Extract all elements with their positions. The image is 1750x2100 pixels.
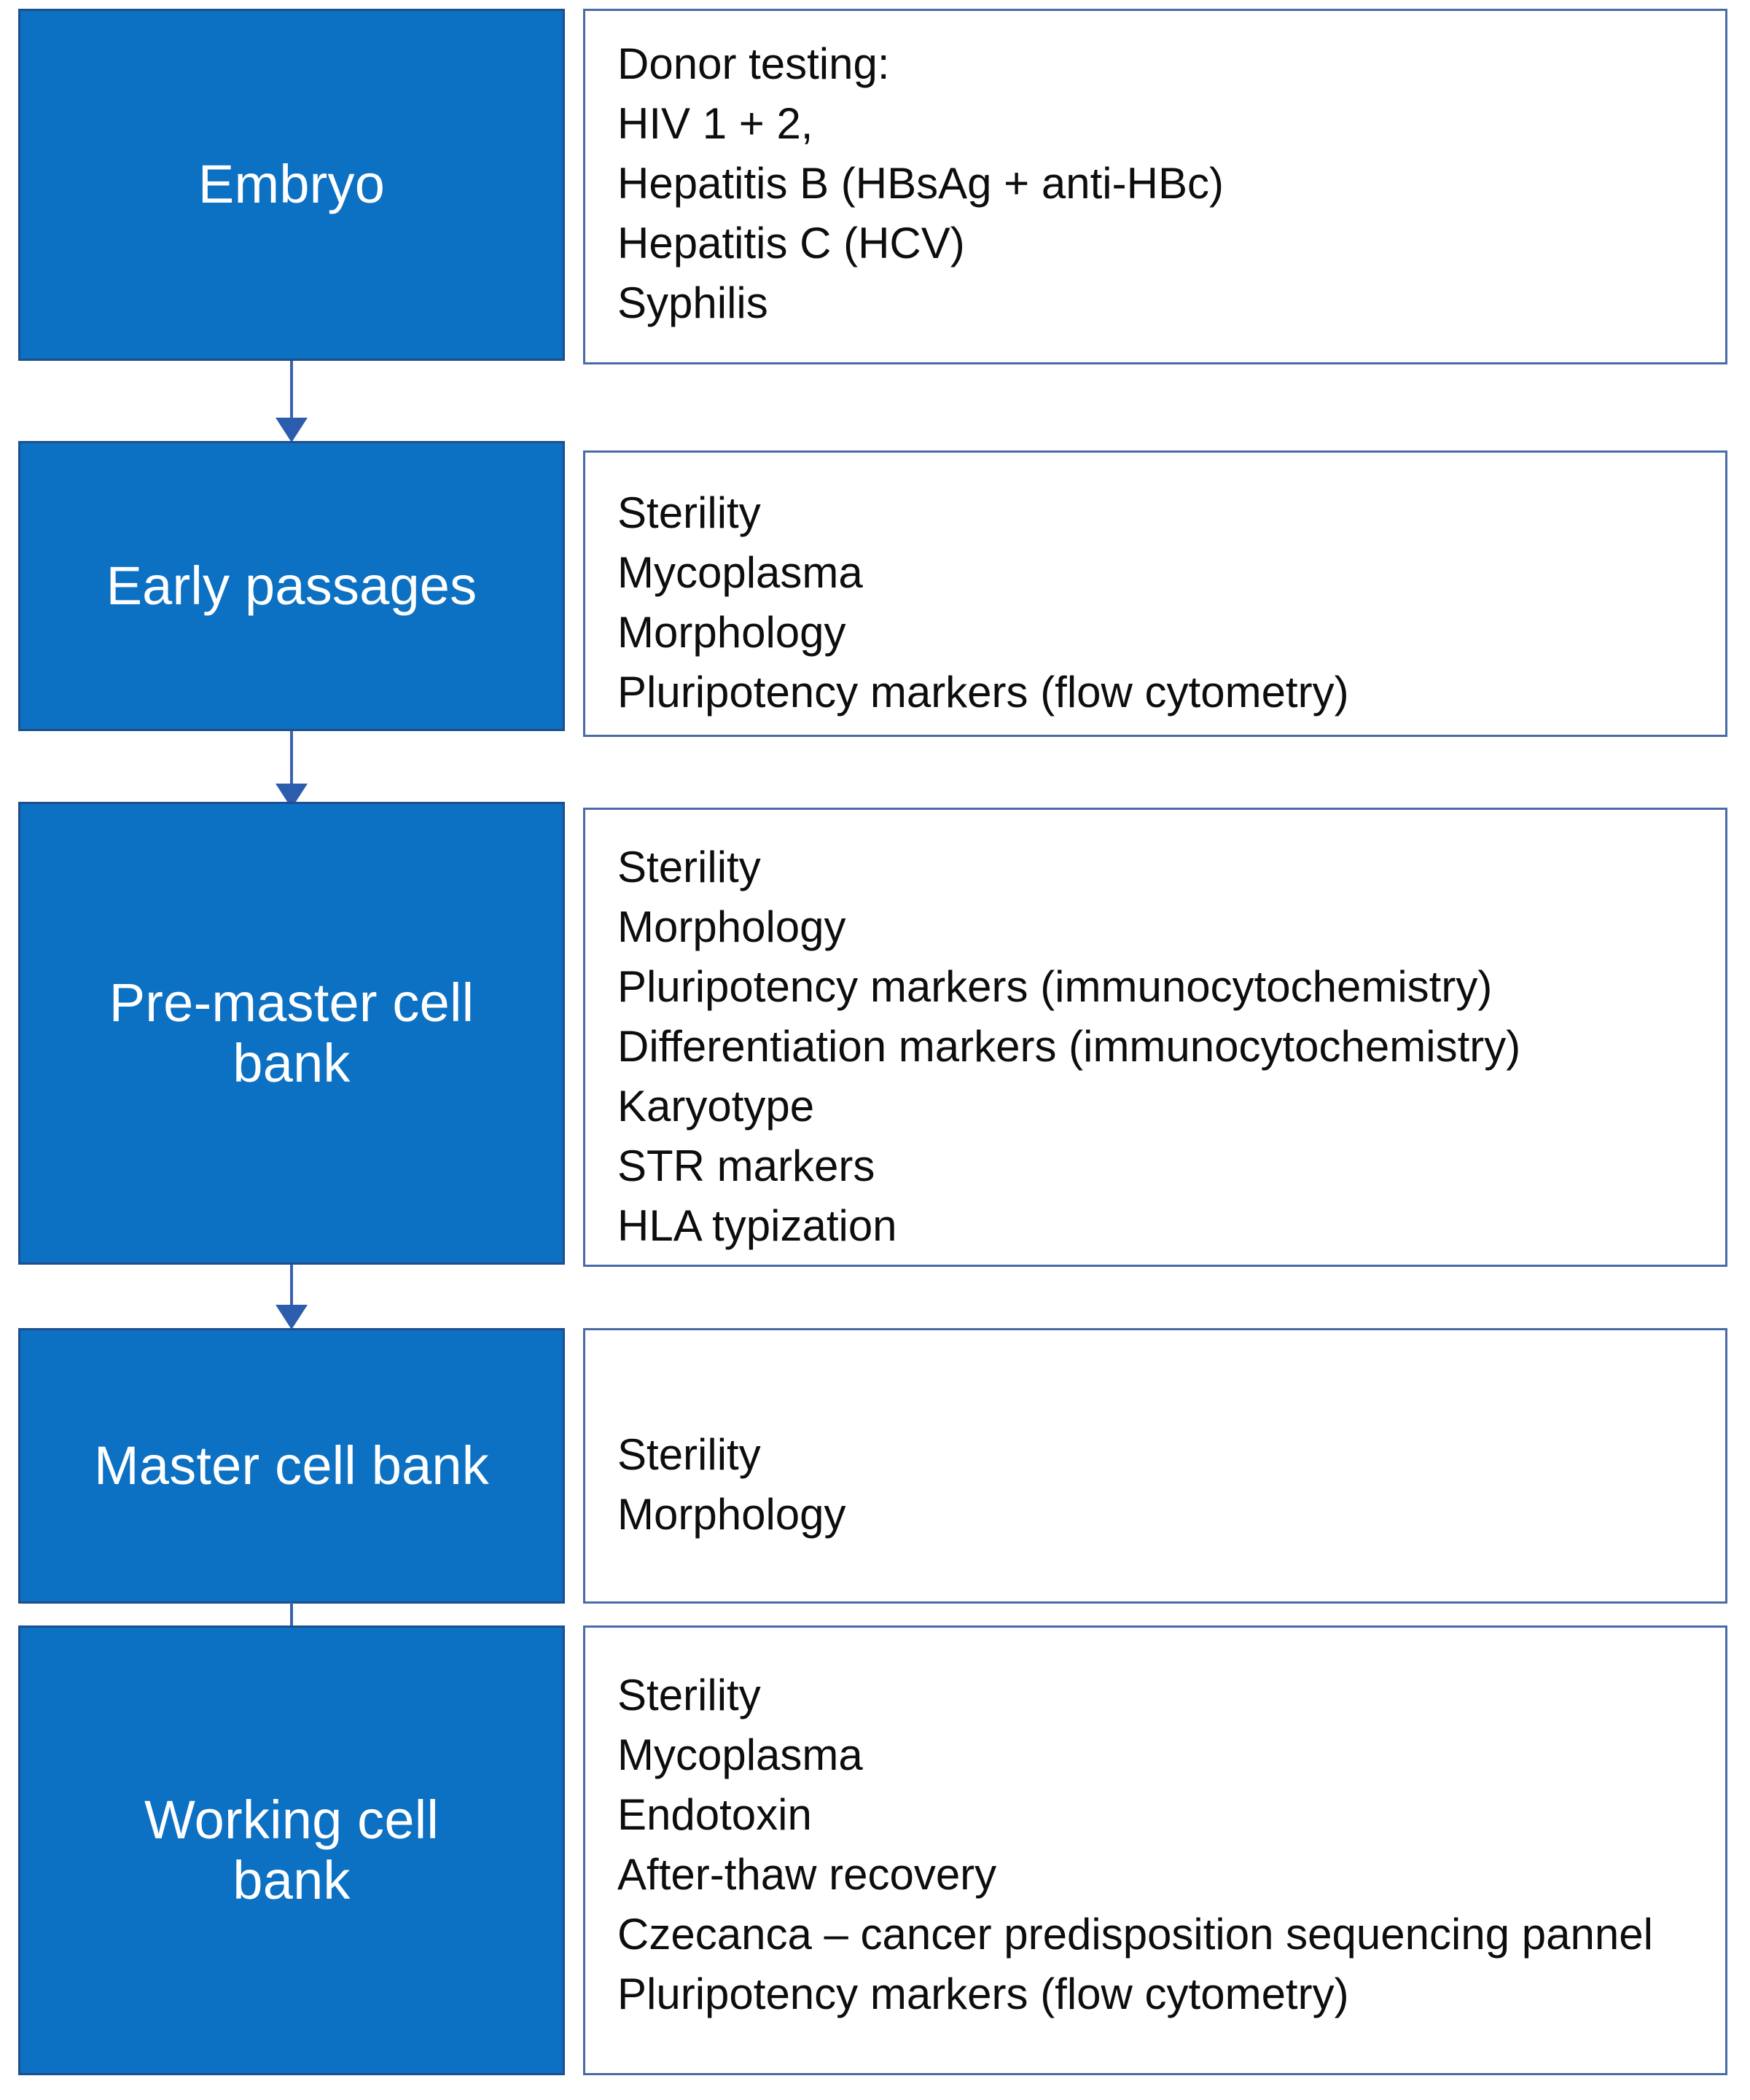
flow-row-early-passages: Early passages Sterility Mycoplasma Morp… (0, 441, 1750, 737)
test-item: Sterility (617, 488, 761, 537)
test-item: Hepatitis C (HCV) (617, 219, 965, 268)
test-panel-early-passages: Sterility Mycoplasma Morphology Pluripot… (583, 450, 1727, 737)
arrow-shaft (290, 1602, 293, 1644)
test-item: Morphology (617, 1490, 846, 1539)
test-list-early-passages: Sterility Mycoplasma Morphology Pluripot… (585, 453, 1725, 722)
test-item: Karyotype (617, 1082, 815, 1131)
flow-row-pre-master-cell-bank: Pre-master cell bank Sterility Morpholog… (0, 802, 1750, 1268)
test-panel-pre-master-cell-bank: Sterility Morphology Pluripotency marker… (583, 808, 1727, 1267)
stage-label-master-cell-bank: Master cell bank (94, 1435, 489, 1496)
test-list-pre-master-cell-bank: Sterility Morphology Pluripotency marker… (585, 810, 1725, 1256)
test-item: Morphology (617, 608, 846, 657)
test-item: Pluripotency markers (immunocytochemistr… (617, 962, 1493, 1011)
test-list-working-cell-bank: Sterility Mycoplasma Endotoxin After-tha… (585, 1628, 1725, 2024)
test-item: Morphology (617, 902, 846, 951)
arrow-shaft (290, 1265, 293, 1310)
test-item: Syphilis (617, 278, 768, 327)
test-item: Sterility (617, 1671, 761, 1720)
test-item: Differentiation markers (immunocytochemi… (617, 1022, 1521, 1071)
arrow-pre-master-to-master (276, 1265, 308, 1332)
test-list-embryo: Donor testing: HIV 1 + 2, Hepatitis B (H… (585, 11, 1725, 333)
test-panel-embryo: Donor testing: HIV 1 + 2, Hepatitis B (H… (583, 9, 1727, 364)
test-list-master-cell-bank: Sterility Morphology (585, 1330, 1725, 1545)
stage-label-pre-master-cell-bank: Pre-master cell bank (109, 972, 474, 1093)
test-panel-master-cell-bank: Sterility Morphology (583, 1328, 1727, 1604)
stage-box-embryo[interactable]: Embryo (18, 9, 565, 361)
flow-row-embryo: Embryo Donor testing: HIV 1 + 2, Hepatit… (0, 0, 1750, 364)
test-item: Sterility (617, 843, 761, 891)
stage-label-embryo: Embryo (198, 154, 386, 215)
test-item: Sterility (617, 1430, 761, 1479)
test-item: HLA typization (617, 1201, 897, 1250)
flow-row-master-cell-bank: Master cell bank Sterility Morphology (0, 1328, 1750, 1605)
test-item: Pluripotency markers (flow cytometry) (617, 1970, 1349, 2018)
test-item: Hepatitis B (HBsAg + anti-HBc) (617, 159, 1224, 208)
test-item: Endotoxin (617, 1790, 812, 1839)
arrow-head-icon (276, 1305, 308, 1330)
arrow-embryo-to-early-passages (276, 361, 308, 442)
test-item: Mycoplasma (617, 1730, 863, 1779)
stage-box-master-cell-bank[interactable]: Master cell bank (18, 1328, 565, 1604)
stage-label-working-cell-bank: Working cell bank (144, 1789, 440, 1910)
test-item: After-thaw recovery (617, 1850, 997, 1899)
test-panel-working-cell-bank: Sterility Mycoplasma Endotoxin After-tha… (583, 1625, 1727, 2075)
arrow-early-passages-to-pre-master (276, 731, 308, 811)
stage-label-early-passages: Early passages (106, 555, 477, 616)
test-item: HIV 1 + 2, (617, 99, 813, 148)
stage-box-pre-master-cell-bank[interactable]: Pre-master cell bank (18, 802, 565, 1265)
test-item: STR markers (617, 1141, 875, 1190)
test-item: Czecanca – cancer predisposition sequenc… (617, 1910, 1653, 1959)
stage-box-early-passages[interactable]: Early passages (18, 441, 565, 731)
stage-box-working-cell-bank[interactable]: Working cell bank (18, 1625, 565, 2075)
test-item: Donor testing: (617, 39, 890, 88)
arrow-shaft (290, 731, 293, 788)
flow-row-working-cell-bank: Working cell bank Sterility Mycoplasma E… (0, 1625, 1750, 2099)
test-item: Pluripotency markers (flow cytometry) (617, 668, 1349, 717)
arrow-shaft (290, 361, 293, 421)
arrow-head-icon (276, 418, 308, 442)
test-item: Mycoplasma (617, 548, 863, 597)
